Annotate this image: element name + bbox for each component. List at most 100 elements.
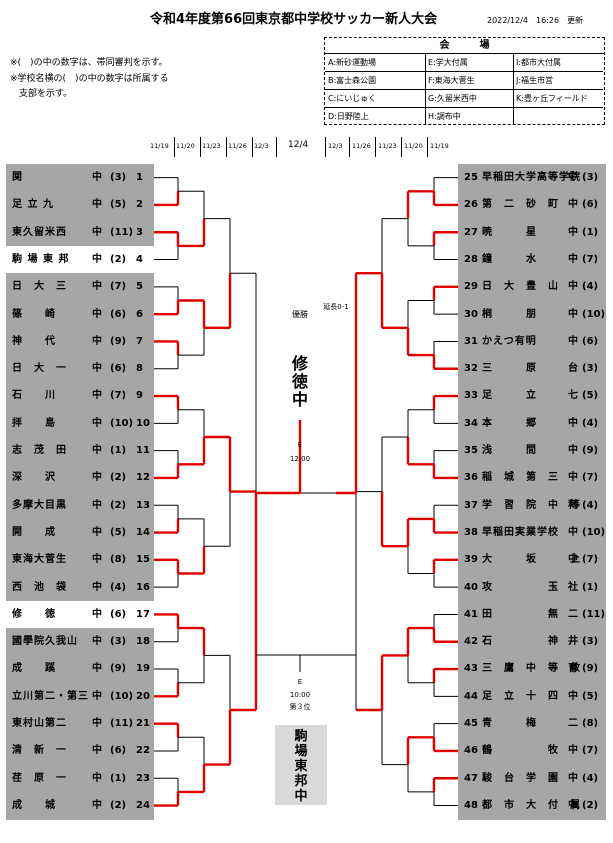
- team-branch: (10): [110, 690, 134, 702]
- page-title: 令和4年度第66回東京都中学校サッカー新人大会: [150, 12, 438, 27]
- team-number: 27: [464, 226, 478, 238]
- team-row: 修 徳中(6)17: [6, 600, 154, 628]
- team-branch: (9): [110, 663, 127, 675]
- champion-label: 優勝: [292, 310, 308, 319]
- team-number: 44: [464, 690, 478, 702]
- team-branch: (6): [110, 745, 127, 757]
- team-row: 西 池 袋中(4)16: [6, 574, 154, 601]
- team-branch: (3): [582, 363, 599, 375]
- team-branch: (6): [110, 308, 127, 320]
- team-suffix: 科: [568, 499, 578, 511]
- team-suffix: 中: [568, 526, 578, 538]
- team-name: 足 立 九: [12, 199, 54, 211]
- team-name: 成 蹊: [12, 663, 56, 675]
- team-row: 東村山第二中(11)21: [6, 710, 154, 737]
- team-suffix: 中: [92, 663, 102, 675]
- team-name: 田 無: [482, 608, 559, 620]
- team-name: 本 郷: [482, 417, 537, 429]
- team-row: 足 立 九中(5)2: [6, 191, 154, 218]
- team-branch: (4): [110, 581, 127, 593]
- team-name: 駒 場 東 邦: [12, 253, 70, 265]
- team-name: 鐘 水: [482, 253, 537, 265]
- team-suffix: 中: [92, 281, 102, 293]
- team-suffix: 中: [92, 226, 102, 238]
- team-number: 23: [136, 772, 150, 784]
- team-number: 6: [136, 308, 143, 320]
- team-branch: (3): [110, 636, 127, 648]
- team-row: 志 茂 田中(1)11: [6, 437, 154, 464]
- team-name: 暁 星: [482, 226, 537, 238]
- team-row: 國學院久我山中(3)18: [6, 628, 154, 655]
- team-number: 11: [136, 445, 150, 456]
- team-suffix: 中: [92, 554, 102, 566]
- team-suffix: 中: [568, 417, 578, 429]
- team-row: 多摩大目黒中(2)13: [6, 492, 154, 519]
- team-suffix: 中: [568, 690, 578, 702]
- team-name: 清 新 一: [12, 745, 67, 757]
- team-number: 29: [464, 281, 478, 293]
- team-row: 清 新 一中(6)22: [6, 737, 154, 764]
- team-suffix: 台: [568, 363, 578, 375]
- team-name: かえつ有明: [482, 335, 537, 347]
- team-name: 関: [12, 172, 23, 183]
- team-row: 駒 場 東 邦中(2)4: [6, 245, 154, 273]
- team-suffix: 中: [92, 526, 102, 538]
- team-branch: (11): [110, 718, 134, 729]
- team-number: 22: [136, 745, 150, 757]
- team-suffix: 中: [92, 581, 102, 593]
- team-branch: (1): [582, 581, 599, 593]
- team-name: 志 茂 田: [12, 445, 67, 456]
- team-suffix: 中: [568, 335, 578, 347]
- team-branch: (4): [582, 772, 599, 784]
- team-name: 浅 間: [482, 445, 537, 456]
- team-branch: (1): [110, 772, 127, 784]
- team-name: 学 習 院 中 等: [482, 499, 581, 511]
- team-number: 25: [464, 172, 478, 183]
- final-venue: E: [297, 441, 303, 449]
- team-branch: (4): [582, 281, 599, 293]
- team-number: 3: [136, 226, 143, 238]
- team-branch: (9): [582, 445, 599, 456]
- note-branch-1: ※学校名横の( )の中の数字は所属する: [10, 74, 169, 84]
- date-strip-right: 12/3 11/26 11/23 11/20 11/19: [325, 137, 460, 157]
- team-suffix: 中: [92, 608, 102, 620]
- team-suffix: 二: [568, 608, 578, 620]
- team-name: 成 城: [12, 799, 56, 811]
- team-suffix: 育: [568, 663, 578, 675]
- team-branch: (6): [110, 608, 127, 620]
- team-suffix: 中: [568, 253, 578, 265]
- team-number: 32: [464, 363, 478, 375]
- team-name: 都 市 大 付 属: [482, 799, 581, 811]
- team-branch: (2): [110, 499, 127, 511]
- team-name: 日 大 一: [12, 363, 67, 375]
- team-row: 成 城中(2)24: [6, 792, 154, 819]
- team-row: 日 大 一中(6)8: [6, 355, 154, 382]
- team-row: 東久留米西中(11)3: [6, 219, 154, 246]
- team-number: 1: [136, 172, 143, 183]
- team-number: 4: [136, 253, 143, 265]
- team-name: 東久留米西: [12, 226, 67, 238]
- team-name: 東村山第二: [12, 718, 67, 729]
- team-suffix: 中: [92, 445, 102, 456]
- venue-g: G:久留米西中: [425, 90, 513, 108]
- third-place-box: 駒場東邦中: [275, 725, 327, 805]
- team-number: 38: [464, 526, 478, 538]
- team-name: 開 成: [12, 526, 56, 538]
- note-branch-2: 支部を示す。: [10, 89, 73, 99]
- team-branch: (7): [582, 554, 599, 566]
- venue-f: F:東海大菅生: [425, 72, 513, 90]
- team-branch: (2): [110, 253, 127, 265]
- team-number: 12: [136, 472, 150, 484]
- venue-e: E:学大付属: [425, 54, 513, 72]
- venue-i: I:都市大付属: [513, 54, 603, 72]
- team-suffix: 中: [92, 772, 102, 784]
